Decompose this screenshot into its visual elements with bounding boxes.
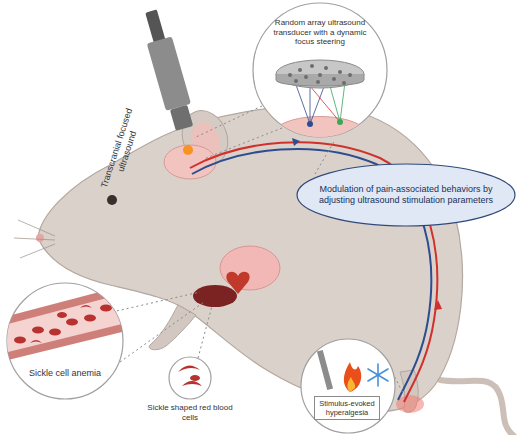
- spleen: [193, 285, 237, 307]
- front-leg: [149, 305, 196, 350]
- circle-outline: [6, 282, 124, 400]
- circle-outline: [168, 356, 212, 400]
- ellipse-outline: [297, 164, 515, 226]
- circle-outline: [169, 357, 211, 399]
- circle-outline: [301, 339, 395, 433]
- callout-text: Sickle shaped red blood cells: [146, 403, 234, 422]
- lungs: [220, 246, 280, 290]
- nose: [36, 234, 44, 242]
- cell-callout: Sickle shaped red blood cells: [168, 356, 212, 400]
- callout-text: Random array ultrasound transducer with …: [270, 18, 370, 47]
- ultrasound-probe: [138, 8, 197, 132]
- whiskers: [14, 220, 55, 258]
- callout-text: Stimulus-evoked hyperalgesia: [314, 396, 380, 420]
- magnified-callout: Stimulus-evoked hyperalgesia: [300, 338, 396, 434]
- brain: [164, 145, 216, 179]
- focus-spot: [183, 145, 193, 155]
- magnified-callout: Sickle cell anemia: [6, 282, 124, 400]
- effect-bubble: Modulation of pain-associated behaviors …: [296, 163, 516, 227]
- eye: [107, 195, 117, 205]
- tail: [440, 380, 514, 435]
- circle-outline: [253, 3, 387, 137]
- magnified-callout: Random array ultrasound transducer with …: [252, 2, 388, 138]
- nerve-arrow: [434, 300, 442, 310]
- circle-outline: [7, 283, 123, 399]
- nerve-arrow: [292, 138, 300, 146]
- callout-text: Sickle cell anemia: [20, 368, 110, 379]
- callout-text: Modulation of pain-associated behaviors …: [318, 184, 494, 206]
